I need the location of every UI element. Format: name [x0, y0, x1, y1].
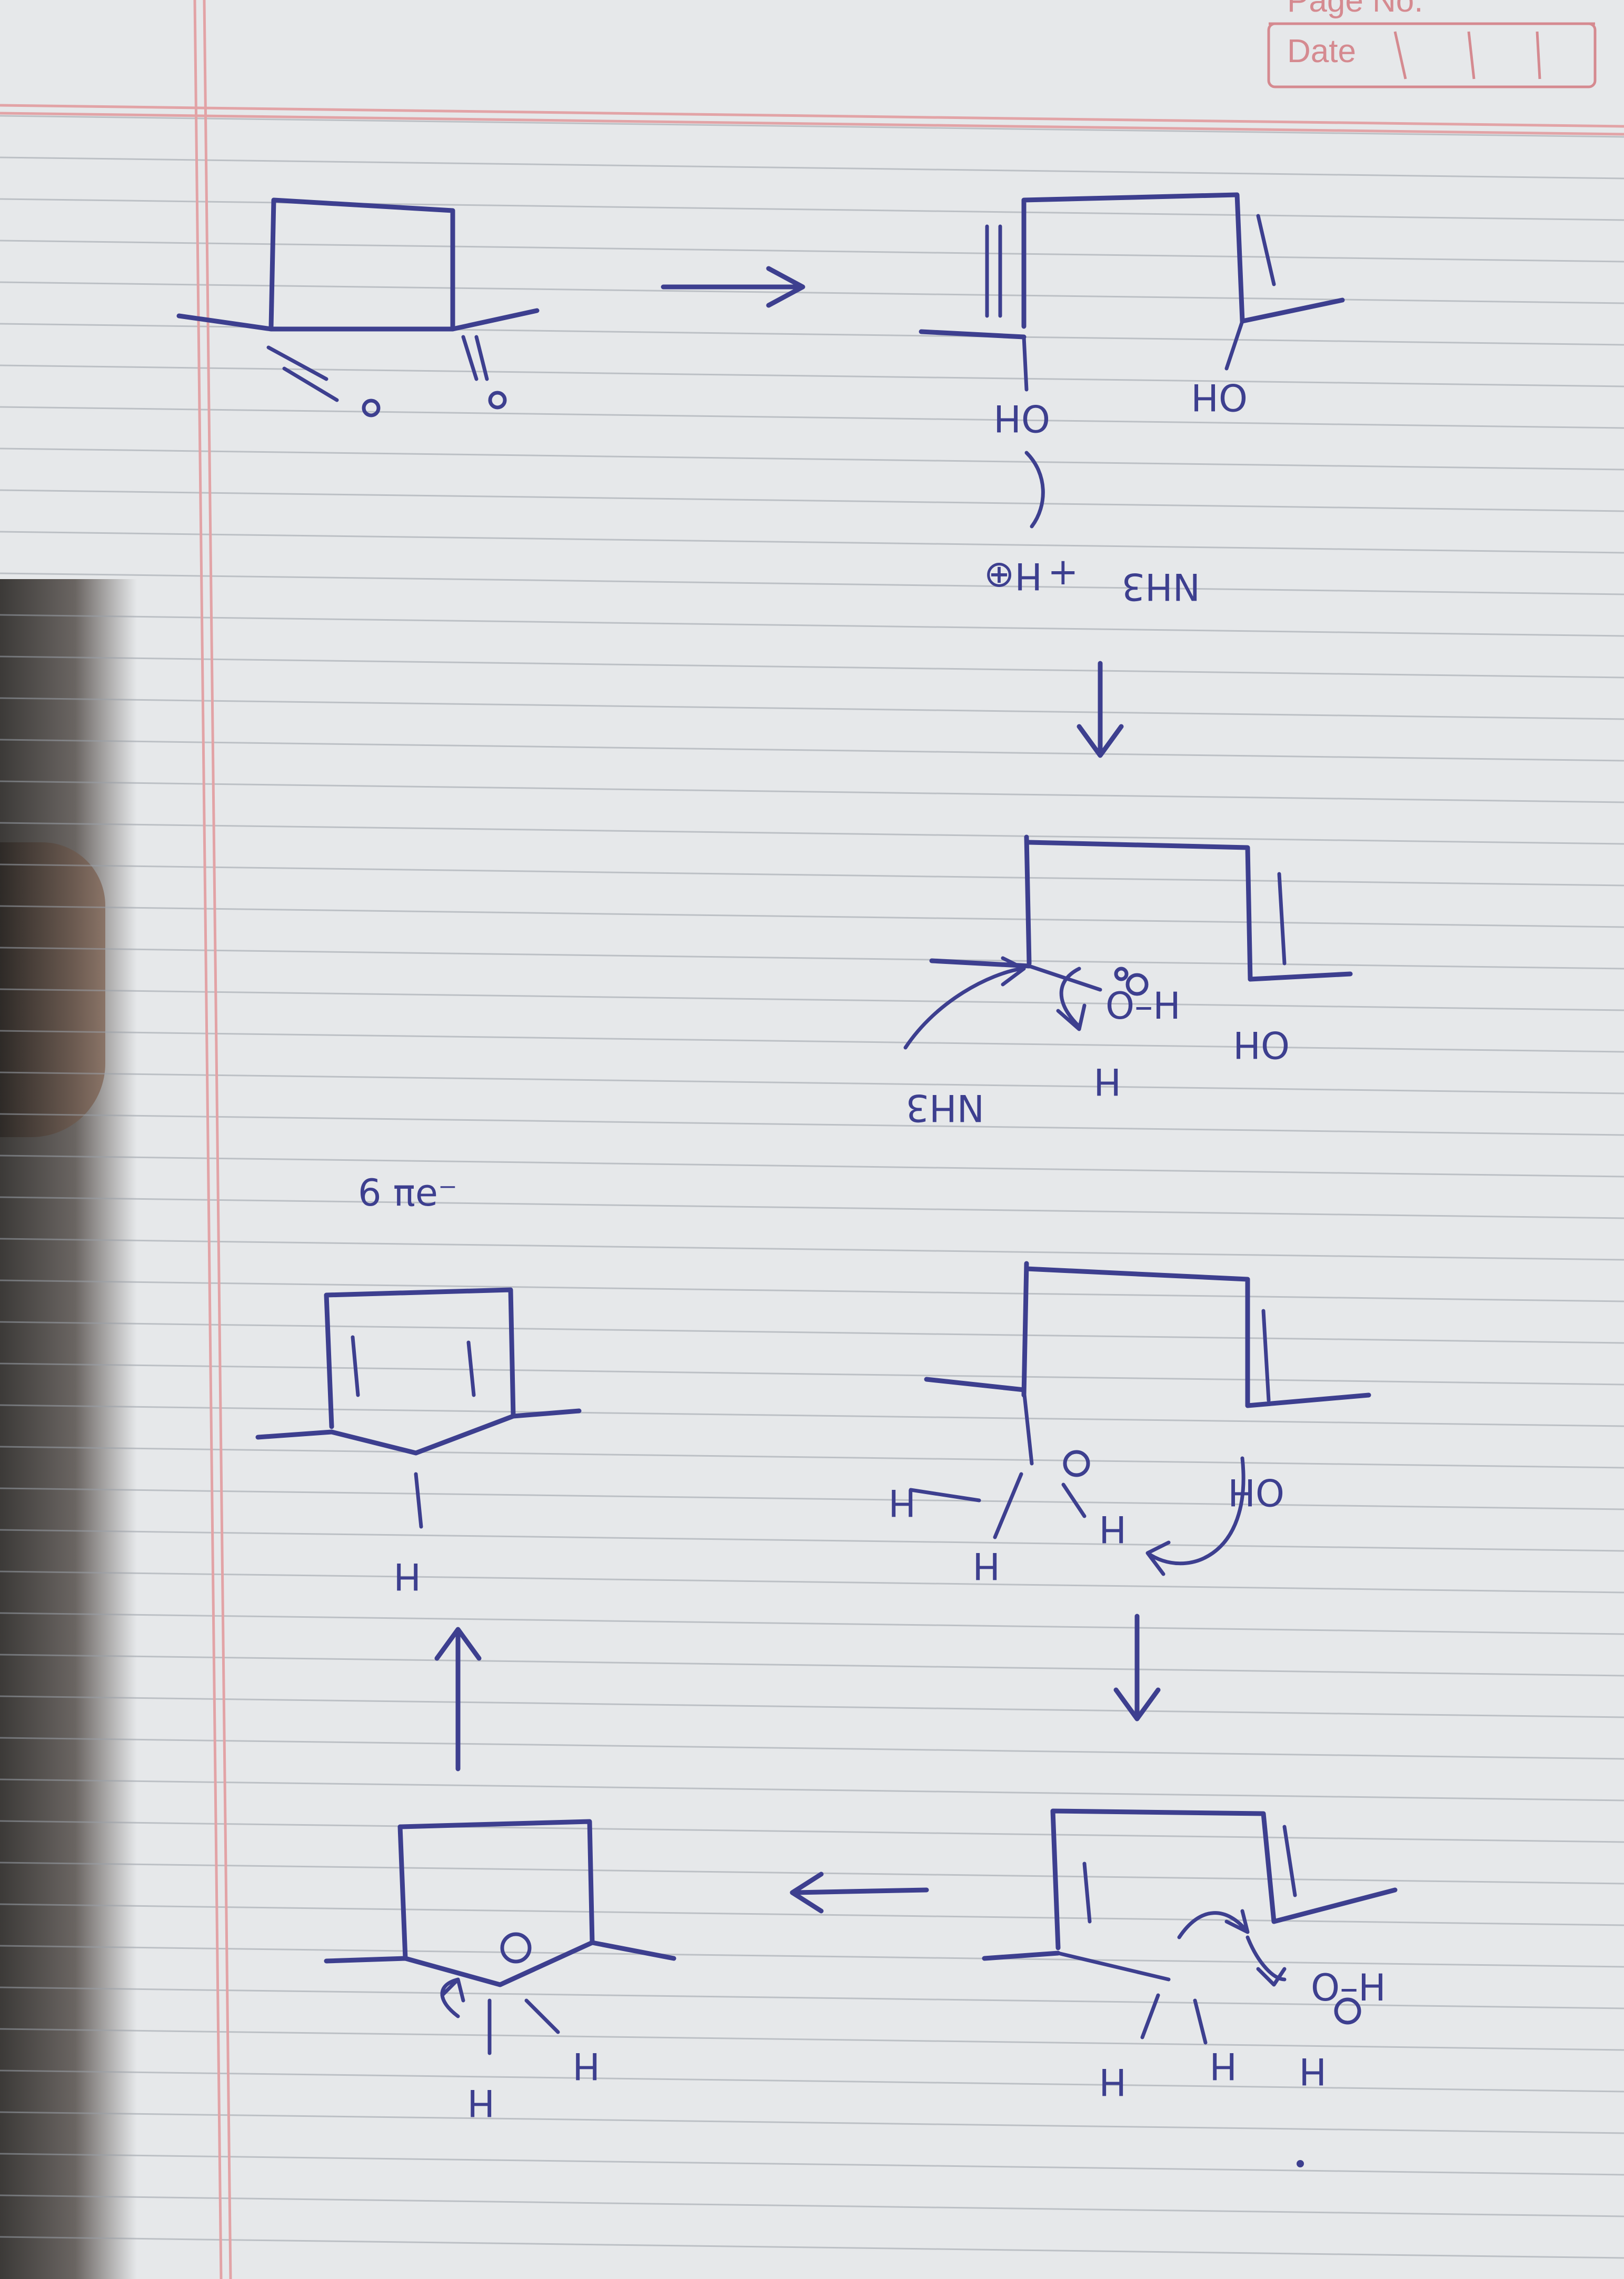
ruled-line [0, 822, 1624, 845]
ruled-line [0, 1529, 1624, 1552]
h-on-oxygen: H [1093, 1060, 1121, 1103]
ruled-line [0, 863, 1624, 887]
ruled-line [0, 1737, 1624, 1760]
oh-label-3: OH [1228, 1470, 1284, 1514]
ruled-line [0, 1404, 1624, 1427]
ruled-line [0, 1654, 1624, 1677]
ruled-line [0, 2194, 1624, 2217]
ruled-line [0, 364, 1624, 387]
h-label-a: H [888, 1481, 916, 1524]
ruled-line [0, 1695, 1624, 1718]
ruled-line [0, 1196, 1624, 1219]
dione-structure [176, 197, 540, 417]
ruled-line [0, 1820, 1624, 1843]
ruled-line [0, 947, 1624, 970]
cyclization-structure [982, 1808, 1398, 2045]
ruled-line [0, 905, 1624, 928]
ruled-line [0, 1570, 1624, 1594]
ruled-line [0, 1030, 1624, 1053]
nh3-nucleophile: NH3 [905, 1086, 984, 1129]
h-label-b: H [972, 1544, 1000, 1587]
ruled-line [0, 614, 1624, 637]
ruled-line [0, 1986, 1624, 2009]
h-label-h: H [572, 2044, 600, 2087]
ruled-line [0, 1362, 1624, 1386]
ruled-line [0, 1778, 1624, 1802]
ruled-line [0, 531, 1624, 554]
oh-label-left: OH [993, 396, 1050, 440]
arrow-up [434, 1627, 482, 1772]
oh-label-right: OH [1191, 375, 1248, 419]
ruled-line [0, 2028, 1624, 2051]
ruled-line [0, 2153, 1624, 2176]
ink-dot [1297, 2160, 1304, 2167]
arrow-down-2 [1113, 1614, 1161, 1721]
oh-label-right-2: OH [1233, 1023, 1290, 1066]
ruled-line [0, 988, 1624, 1011]
page-number-label: Page No. [1287, 0, 1423, 19]
ruled-line [0, 1862, 1624, 1885]
ruled-line [0, 1238, 1624, 1261]
pyrrole-structure [255, 1287, 582, 1529]
ruled-line [0, 1487, 1624, 1510]
ruled-line [0, 198, 1624, 221]
h-label-e: H [1209, 2044, 1237, 2087]
aminium-structure [909, 1261, 1371, 1576]
curved-arrow-protonation [1024, 451, 1045, 529]
ruled-line [0, 2236, 1624, 2259]
ruled-line [0, 240, 1624, 263]
ruled-line [0, 281, 1624, 304]
date-label: Date [1287, 33, 1356, 69]
ruled-line [0, 1155, 1624, 1178]
ruled-line [0, 655, 1624, 679]
pi-electron-note: 6 πe⁻ [358, 1171, 457, 1215]
ruled-line [0, 156, 1624, 180]
arrow-right [661, 266, 805, 308]
ruled-line [0, 1903, 1624, 1926]
iminium-ring-structure [324, 1819, 676, 2055]
ruled-line [0, 1612, 1624, 1635]
h-label-d: H [1099, 2060, 1127, 2103]
ruled-line [0, 697, 1624, 720]
nh3-label: NH3 [1121, 565, 1200, 608]
ruled-line [0, 1321, 1624, 1344]
ruled-line [0, 1279, 1624, 1302]
ruled-line [0, 1113, 1624, 1136]
protonated-enol-structure [903, 834, 1353, 1050]
h-plus-label: H⊕ [984, 554, 1042, 598]
ruled-line [0, 447, 1624, 471]
ruled-line [0, 1071, 1624, 1094]
h-label-c: H [1099, 1507, 1127, 1550]
h-label-f: H [1299, 2049, 1327, 2093]
ruled-line [0, 2069, 1624, 2093]
ruled-line [0, 115, 1624, 138]
ruled-line [0, 489, 1624, 512]
plus-sign: + [1048, 550, 1079, 593]
h-label-g: H [467, 2081, 495, 2124]
ruled-line [0, 406, 1624, 429]
o-h-label-2: O–H [1311, 1966, 1386, 2009]
ruled-line [0, 1945, 1624, 1968]
h-label-pyrrole: H [393, 1555, 421, 1598]
o-h-label: O–H [1105, 984, 1181, 1028]
ruled-line [0, 780, 1624, 803]
ruled-line [0, 1446, 1624, 1469]
date-box [1267, 22, 1597, 88]
ruled-lines [0, 115, 1624, 2259]
dienol-structure [919, 192, 1345, 392]
ruled-line [0, 572, 1624, 595]
ruled-line [0, 739, 1624, 762]
ruled-line [0, 2111, 1624, 2134]
arrow-left [790, 1872, 929, 1914]
arrow-down-1 [1077, 661, 1124, 758]
